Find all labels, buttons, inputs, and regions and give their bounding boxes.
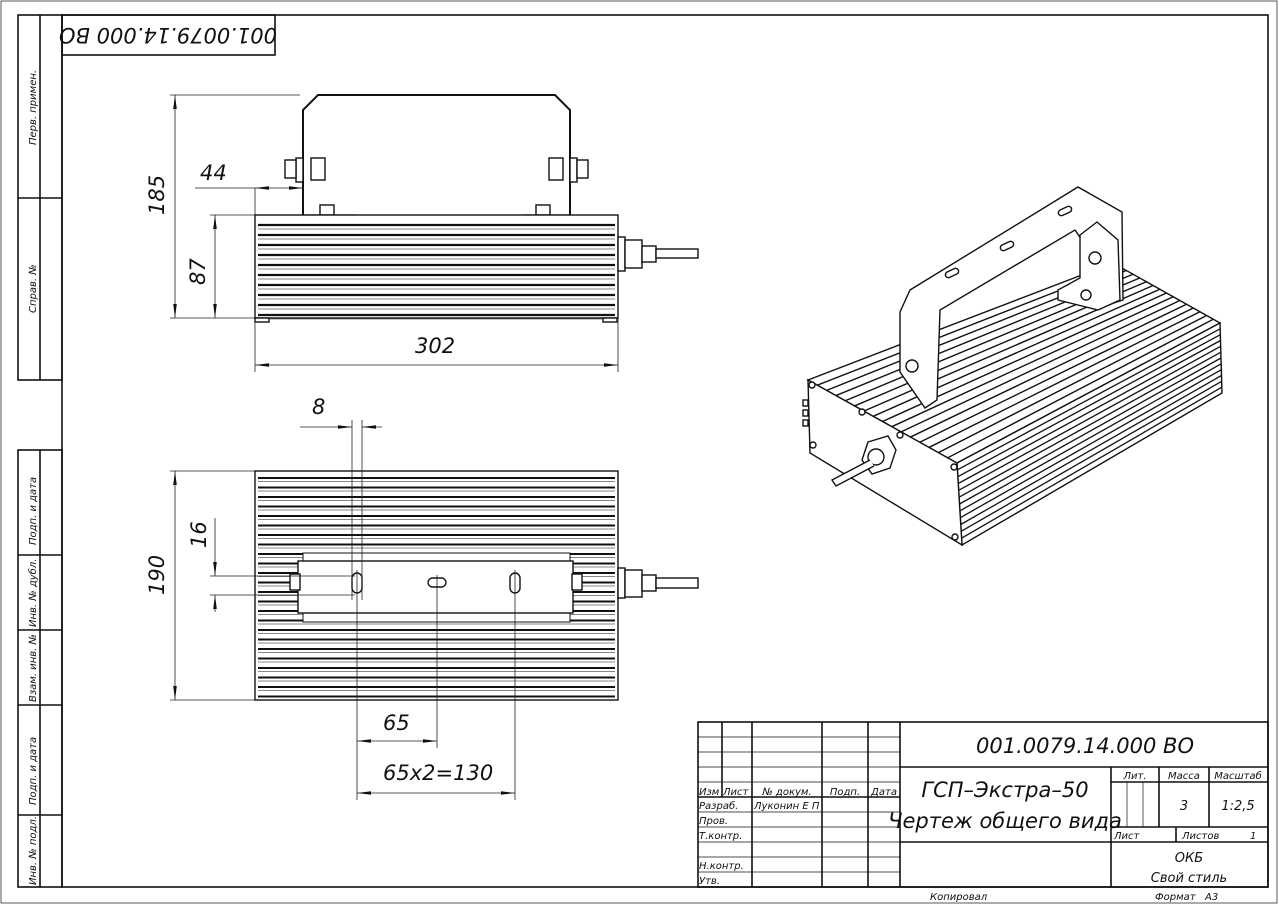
- fin-line: [947, 318, 1214, 459]
- tb-designation: 001.0079.14.000 ВО: [976, 734, 1194, 758]
- fin-line: [959, 363, 1222, 512]
- dim-185: 185: [145, 175, 169, 215]
- tb-org-1: ОКБ: [1175, 851, 1203, 866]
- dim-87: 87: [186, 258, 210, 285]
- svg-text:Лист: Лист: [722, 787, 750, 798]
- tb-format-label: Формат: [1155, 892, 1197, 903]
- fin-line: [919, 307, 1194, 443]
- tb-copied: Копировал: [930, 892, 988, 903]
- strip-repl-inv: Взам. инв. №: [28, 634, 39, 702]
- tb-developer-name: Луконин Е П: [753, 801, 820, 812]
- tb-sheets: 1: [1250, 831, 1256, 842]
- cable: [655, 248, 699, 259]
- fin-line: [957, 339, 1221, 485]
- strip-first-use: Перв. примен.: [28, 70, 39, 145]
- tb-mass: 3: [1180, 799, 1188, 814]
- cable-gland: [617, 236, 626, 272]
- tb-product-name: ГСП–Экстра–50: [921, 778, 1088, 802]
- mounting-bracket: [302, 94, 571, 215]
- svg-text:Дата: Дата: [870, 787, 897, 798]
- svg-text:Пров.: Пров.: [699, 816, 728, 827]
- dim-190: 190: [145, 555, 169, 595]
- fin-line: [961, 386, 1223, 539]
- side-strip: Перв. примен. Справ. № Подп. и дата Инв.…: [17, 14, 63, 888]
- dim-44: 44: [200, 161, 227, 185]
- strip-sign-date-2: Подп. и дата: [28, 737, 39, 805]
- svg-text:Утв.: Утв.: [699, 876, 720, 887]
- fin-line: [938, 314, 1207, 454]
- svg-text:Масштаб: Масштаб: [1214, 770, 1262, 782]
- fin-line: [957, 334, 1221, 478]
- nut-left: [319, 204, 335, 216]
- iso-cable: [830, 459, 875, 487]
- fin-line: [928, 311, 1201, 449]
- nut-right: [535, 204, 551, 216]
- svg-text:Листов: Листов: [1181, 831, 1219, 842]
- fin-line: [960, 374, 1222, 526]
- dim-130: 65х2=130: [383, 761, 493, 785]
- svg-text:Масса: Масса: [1168, 771, 1200, 782]
- isometric-view: [802, 186, 1223, 547]
- svg-text:Т.контр.: Т.контр.: [699, 831, 742, 842]
- tb-format: А3: [1204, 892, 1218, 903]
- strip-sign-date-1: Подп. и дата: [28, 477, 39, 545]
- dim-8: 8: [312, 395, 325, 419]
- svg-text:Изм: Изм: [699, 787, 720, 798]
- designation-stamp: 001.0079.14.000 ВО: [59, 14, 277, 56]
- tb-org-2: Свой стиль: [1151, 871, 1227, 886]
- housing-side: [254, 214, 619, 319]
- strip-orig-inv: Инв. № подл.: [28, 816, 39, 885]
- fin-line: [900, 299, 1181, 433]
- fin-line: [959, 357, 1222, 505]
- fin-line: [958, 345, 1221, 491]
- fin-line: [960, 380, 1222, 532]
- dim-16: 16: [187, 521, 211, 548]
- fin-line: [891, 296, 1174, 428]
- dim-302: 302: [415, 334, 455, 358]
- bolt-right: [548, 157, 589, 183]
- svg-text:Лист: Лист: [1113, 831, 1141, 842]
- iso-bracket: [899, 186, 1124, 409]
- top-view: 190 16 8 65 65х2=130: [145, 395, 699, 800]
- front-view: 185 87 302 44: [145, 94, 699, 372]
- tb-scale: 1:2,5: [1221, 799, 1254, 814]
- svg-text:001.0079.14.000 ВО: 001.0079.14.000 ВО: [59, 23, 277, 47]
- title-block: 001.0079.14.000 ВО ГСП–Экстра–50 Чертеж …: [697, 721, 1269, 903]
- svg-text:Подп.: Подп.: [830, 787, 860, 798]
- fin-line: [957, 328, 1221, 471]
- svg-text:Разраб.: Разраб.: [699, 800, 738, 812]
- dim-65: 65: [383, 711, 410, 735]
- svg-text:Лит.: Лит.: [1122, 771, 1146, 782]
- fin-line: [958, 351, 1222, 498]
- fin-line: [910, 303, 1187, 438]
- strip-dup-inv: Инв. № дубл.: [27, 559, 39, 627]
- svg-text:№ докум.: № докум.: [761, 787, 811, 798]
- tb-doc-name: Чертеж общего вида: [888, 809, 1122, 833]
- bolt-left: [284, 157, 326, 183]
- fin-line: [960, 369, 1222, 519]
- strip-ref-no: Справ. №: [28, 264, 39, 313]
- svg-text:Н.контр.: Н.контр.: [699, 861, 744, 872]
